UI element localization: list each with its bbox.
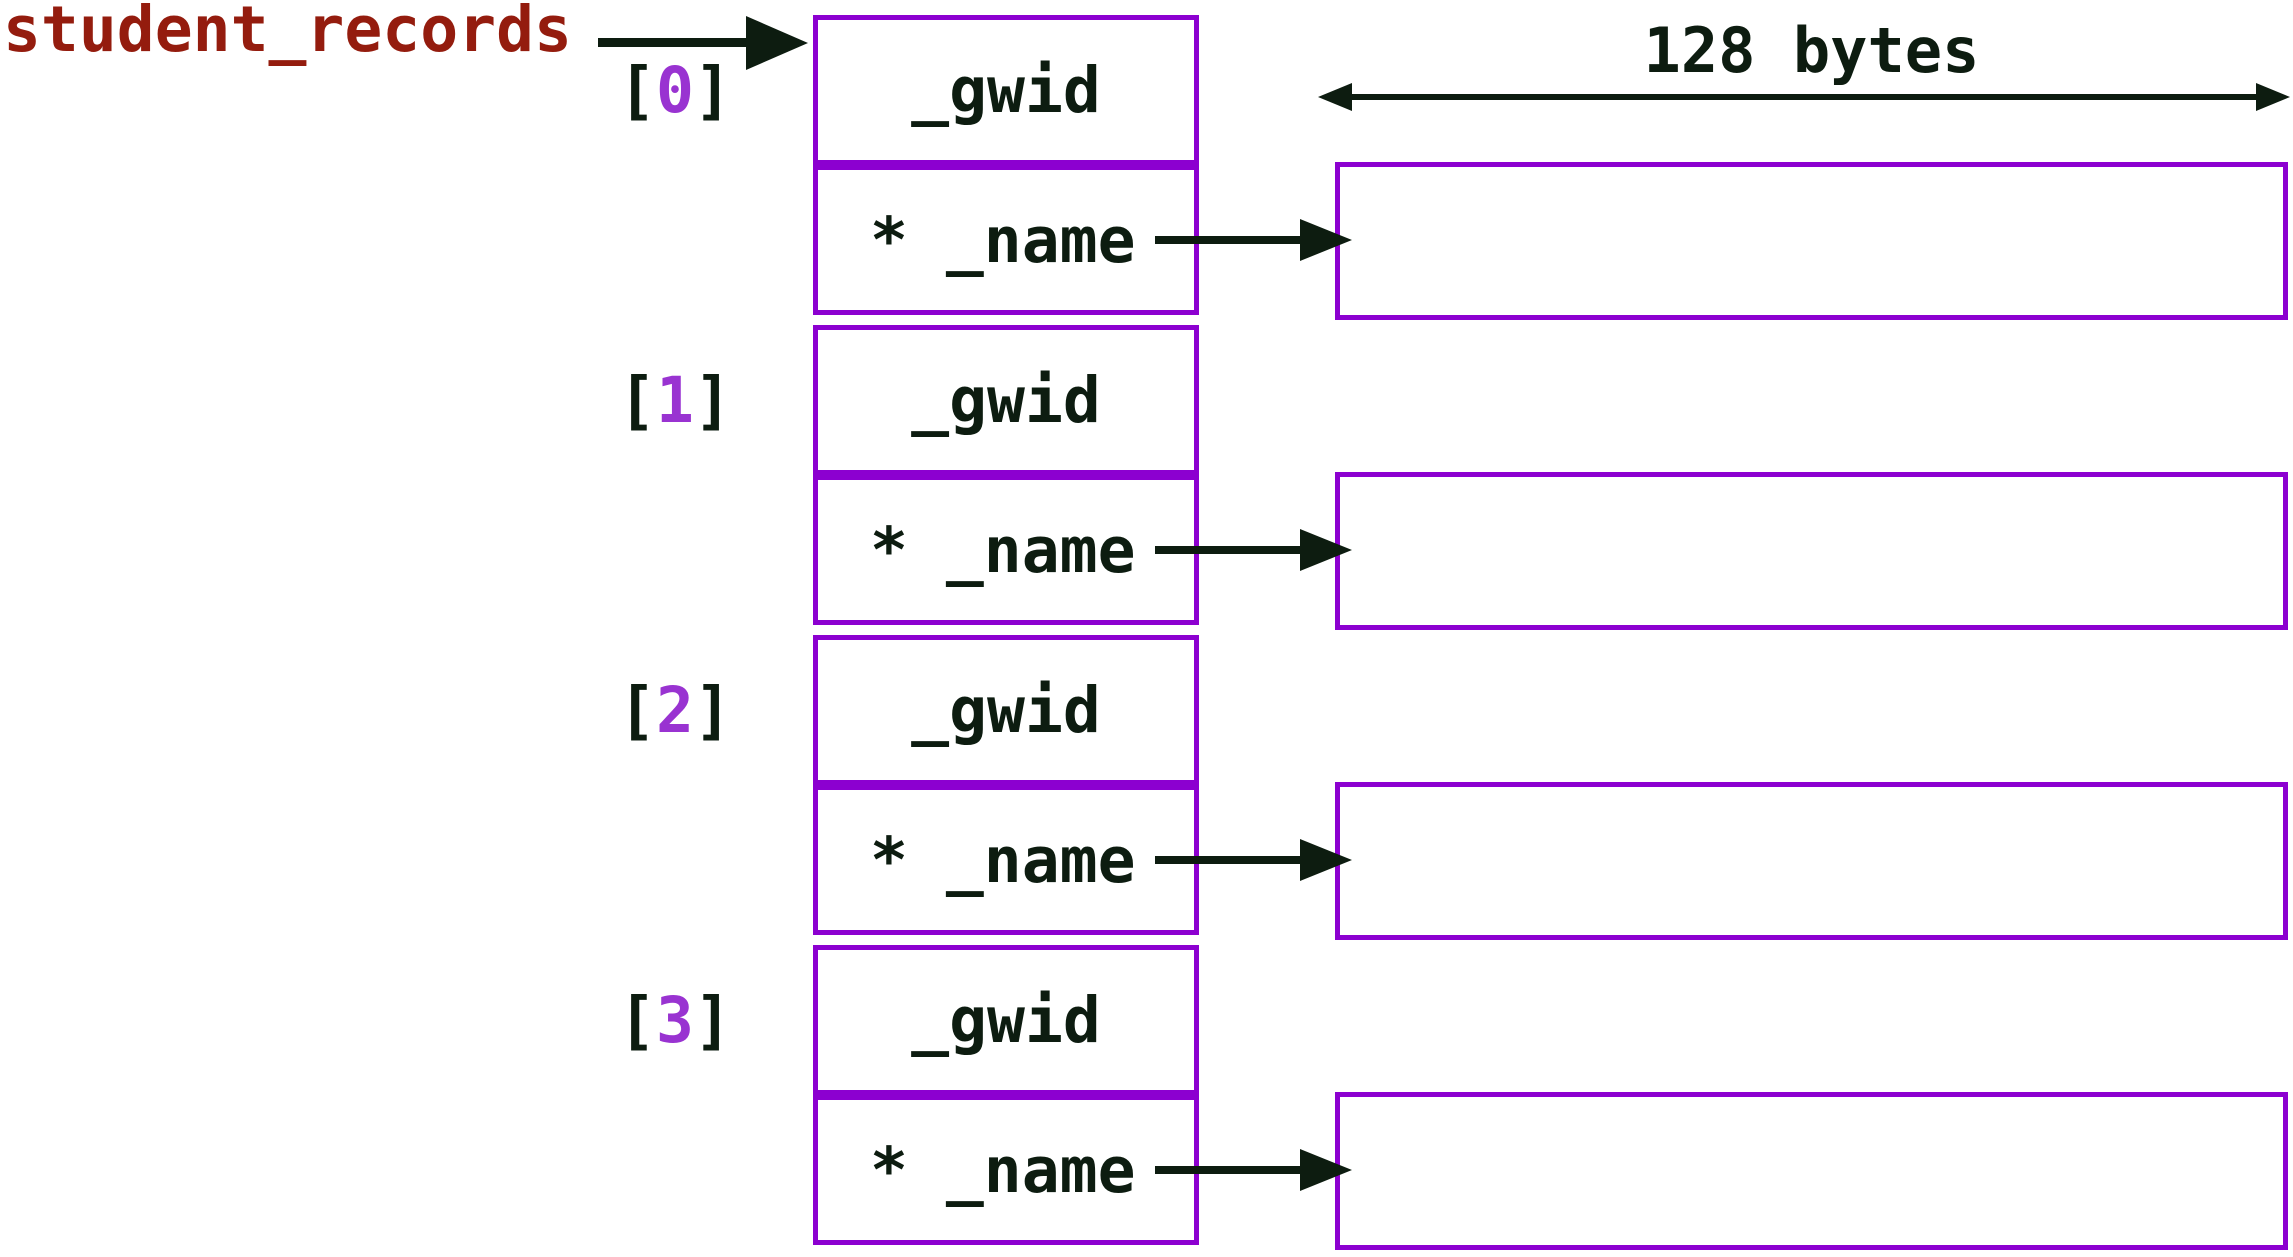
array-record-2: [2] _gwid * _name: [0, 635, 2293, 945]
array-record-3: [3] _gwid * _name: [0, 945, 2293, 1255]
gwid-field-cell-2: _gwid: [813, 635, 1199, 785]
index-digit: 0: [656, 53, 694, 127]
name-pointer-arrow-head-icon-1: [1300, 529, 1352, 571]
name-field-label: * _name: [870, 1133, 1136, 1207]
block-size-label: 128 bytes: [1643, 14, 1980, 87]
gwid-field-label: _gwid: [911, 363, 1101, 437]
name-pointer-arrow-head-icon-2: [1300, 839, 1352, 881]
name-pointer-arrow-line-3: [1155, 1166, 1305, 1174]
name-pointer-arrow-line-2: [1155, 856, 1305, 864]
array-variable-label: student_records: [3, 0, 572, 66]
array-record-1: [1] _gwid * _name: [0, 325, 2293, 635]
gwid-field-label: _gwid: [911, 673, 1101, 747]
index-bracket-close: ]: [693, 363, 732, 437]
index-label-2: [2]: [615, 635, 735, 785]
array-pointer-arrow-head-icon: [746, 16, 808, 70]
gwid-field-cell-0: _gwid: [813, 15, 1199, 165]
gwid-field-cell-1: _gwid: [813, 325, 1199, 475]
name-field-label: * _name: [870, 823, 1136, 897]
width-measure-arrow-right-head-icon: [2256, 83, 2290, 111]
width-measure-arrow-line: [1348, 94, 2258, 100]
index-bracket-close: ]: [693, 53, 732, 127]
index-bracket-close: ]: [693, 673, 732, 747]
index-digit: 2: [656, 673, 694, 747]
index-label-3: [3]: [615, 945, 735, 1095]
name-pointer-field-cell-0: * _name: [813, 165, 1199, 315]
index-bracket-open: [: [618, 363, 657, 437]
index-bracket-open: [: [618, 983, 657, 1057]
gwid-field-label: _gwid: [911, 983, 1101, 1057]
index-bracket-close: ]: [693, 983, 732, 1057]
name-pointer-field-cell-3: * _name: [813, 1095, 1199, 1245]
name-field-label: * _name: [870, 203, 1136, 277]
width-measure-arrow-left-head-icon: [1318, 83, 1352, 111]
index-label-1: [1]: [615, 325, 735, 475]
index-bracket-open: [: [618, 673, 657, 747]
memory-block-0: [1335, 162, 2288, 320]
name-pointer-arrow-line-0: [1155, 236, 1305, 244]
name-pointer-arrow-head-icon-0: [1300, 219, 1352, 261]
gwid-field-cell-3: _gwid: [813, 945, 1199, 1095]
index-bracket-open: [: [618, 53, 657, 127]
array-pointer-arrow-line: [598, 38, 748, 47]
index-digit: 1: [656, 363, 694, 437]
index-digit: 3: [656, 983, 694, 1057]
gwid-field-label: _gwid: [911, 53, 1101, 127]
array-record-0: [0] _gwid * _name: [0, 15, 2293, 325]
name-pointer-arrow-head-icon-3: [1300, 1149, 1352, 1191]
index-label-0: [0]: [615, 15, 735, 165]
name-field-label: * _name: [870, 513, 1136, 587]
name-pointer-field-cell-1: * _name: [813, 475, 1199, 625]
memory-block-1: [1335, 472, 2288, 630]
name-pointer-arrow-line-1: [1155, 546, 1305, 554]
name-pointer-field-cell-2: * _name: [813, 785, 1199, 935]
memory-block-2: [1335, 782, 2288, 940]
memory-block-3: [1335, 1092, 2288, 1250]
